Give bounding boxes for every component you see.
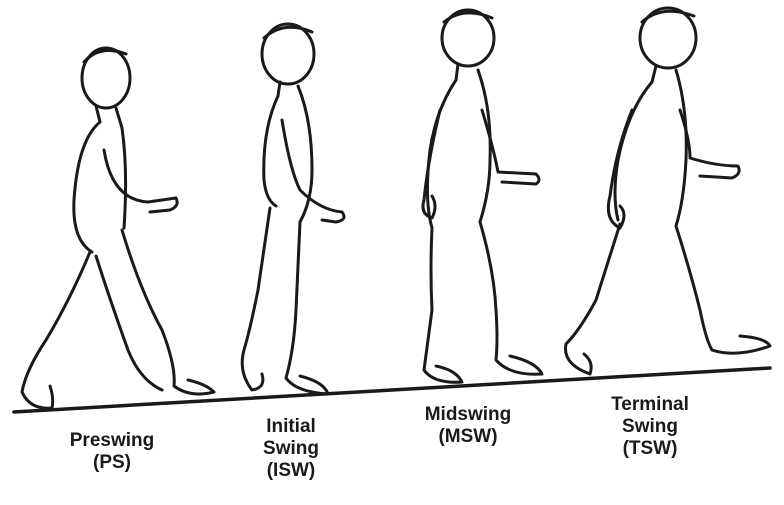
phase-abbreviation: (PS) — [52, 452, 172, 474]
walking-figure-initial-swing — [242, 24, 344, 394]
phase-abbreviation: (TSW) — [590, 438, 710, 460]
walking-figure-midswing — [423, 10, 542, 382]
phase-name: Midswing — [408, 404, 528, 426]
phase-label-terminal-swing: Terminal Swing (TSW) — [590, 394, 710, 460]
phase-name-line-2: Swing — [590, 416, 710, 438]
walking-figure-terminal-swing — [566, 8, 771, 374]
phase-label-preswing: Preswing (PS) — [52, 430, 172, 474]
phase-label-midswing: Midswing (MSW) — [408, 404, 528, 448]
phase-label-initial-swing: Initial Swing (ISW) — [236, 416, 346, 482]
phase-name: Initial — [236, 416, 346, 438]
phase-name: Preswing — [52, 430, 172, 452]
phase-name-line-2: Swing — [236, 438, 346, 460]
walking-figure-preswing — [22, 48, 214, 408]
phase-abbreviation: (ISW) — [236, 460, 346, 482]
phase-abbreviation: (MSW) — [408, 426, 528, 448]
phase-name: Terminal — [590, 394, 710, 416]
